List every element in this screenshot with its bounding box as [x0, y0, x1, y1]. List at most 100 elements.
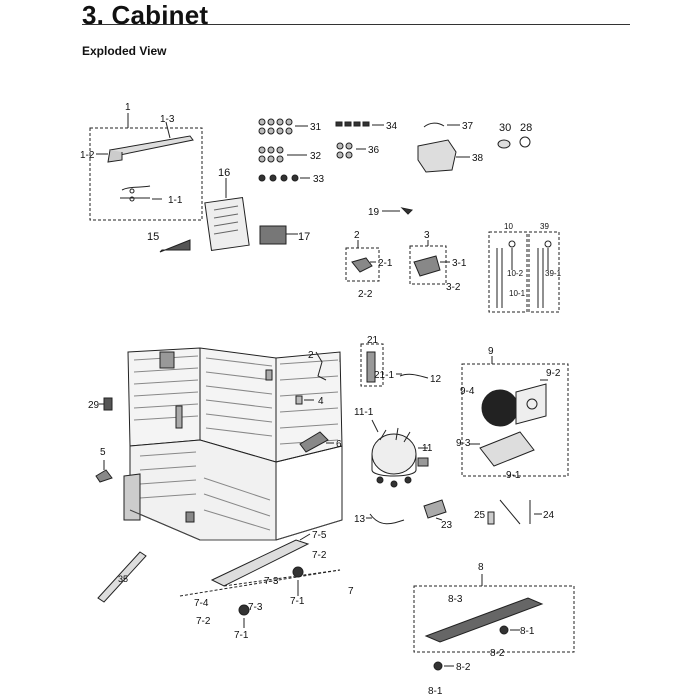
label-24: 24 — [543, 510, 555, 521]
label-1-2: 1-2 — [80, 150, 95, 161]
label-17: 17 — [298, 231, 310, 243]
label-16: 16 — [218, 167, 230, 179]
label-38: 38 — [472, 153, 484, 164]
page-title: 3. Cabinet — [82, 0, 209, 30]
group-9-dashed-box — [461, 363, 569, 477]
label-1-3: 1-3 — [160, 114, 175, 125]
part-7-wheel-upper — [292, 566, 304, 578]
label-9-1: 9-1 — [506, 470, 521, 481]
label-32: 32 — [310, 151, 322, 162]
part-13-wire — [369, 513, 405, 525]
group-8-dashed-box — [413, 585, 575, 653]
label-9-2: 9-2 — [546, 368, 561, 379]
group-10-dashed-box — [488, 231, 528, 313]
label-2-wire: 2 — [308, 350, 314, 361]
cabinet-body — [123, 347, 343, 541]
part-7-rail — [210, 539, 310, 587]
label-23: 23 — [441, 520, 453, 531]
part-35-rail — [97, 551, 147, 603]
label-7-3-lower: 7-3 — [248, 602, 263, 613]
label-2-1: 2-1 — [378, 258, 393, 269]
label-7-2-lower: 7-2 — [196, 616, 211, 627]
label-8-1-lower: 8-1 — [428, 686, 443, 697]
label-7-5: 7-5 — [312, 530, 327, 541]
part-8-3-plate — [424, 597, 544, 643]
part-31-clips — [258, 118, 293, 135]
label-19: 19 — [368, 207, 380, 218]
part-11-compressor — [371, 433, 417, 475]
part-38-bracket — [417, 139, 457, 173]
label-5: 5 — [100, 447, 106, 458]
label-8-2-upper: 8-2 — [490, 648, 505, 659]
label-7-4: 7-4 — [194, 598, 209, 609]
label-35: 35 — [118, 574, 128, 584]
label-6: 6 — [336, 439, 342, 450]
label-4: 4 — [318, 396, 324, 407]
label-2-2: 2-2 — [358, 289, 373, 300]
label-8-3: 8-3 — [448, 594, 463, 605]
label-7-3-upper: 7-3 — [264, 576, 279, 587]
group-21-dashed-box — [360, 343, 384, 387]
part-9-4-fan-motor — [481, 389, 519, 427]
label-30: 30 — [499, 122, 511, 134]
label-7: 7 — [348, 586, 354, 597]
part-29-bracket — [103, 397, 113, 411]
group-39-dashed-box — [528, 231, 560, 313]
label-3-2: 3-2 — [446, 282, 461, 293]
part-30-cap — [497, 139, 511, 149]
group-2-dashed-box — [345, 247, 380, 282]
label-8-1-upper: 8-1 — [520, 626, 535, 637]
label-37: 37 — [462, 121, 474, 132]
label-15: 15 — [147, 231, 159, 243]
label-21-1: 21-1 — [374, 370, 394, 381]
part-34-screws — [335, 121, 370, 127]
part-12-wire — [399, 373, 429, 379]
label-10-1: 10-1 — [509, 289, 526, 298]
title-rule — [82, 24, 630, 25]
part-15-panel — [159, 239, 191, 253]
label-29: 29 — [88, 400, 100, 411]
label-10-2: 10-2 — [507, 269, 524, 278]
part-32-clips — [258, 146, 284, 163]
label-3: 3 — [424, 230, 430, 241]
part-23-relay — [423, 499, 447, 519]
label-34: 34 — [386, 121, 398, 132]
label-28: 28 — [520, 122, 532, 134]
label-2: 2 — [354, 230, 360, 241]
label-8: 8 — [478, 562, 484, 573]
part-9-3-bracket — [479, 431, 535, 467]
part-37-wire — [423, 122, 445, 128]
part-33-screws — [258, 174, 299, 182]
part-28-cap — [519, 136, 531, 148]
group-1-dashed-box — [89, 127, 203, 221]
label-1-1: 1-1 — [168, 195, 183, 206]
label-9: 9 — [488, 346, 494, 357]
part-19-clip — [400, 207, 414, 215]
label-39: 39 — [540, 222, 549, 231]
label-21: 21 — [367, 335, 379, 346]
label-10: 10 — [504, 222, 513, 231]
label-11: 11 — [422, 443, 433, 454]
label-7-1-upper: 7-1 — [290, 596, 305, 607]
part-25-pin — [487, 511, 495, 525]
label-13: 13 — [354, 514, 366, 525]
label-12: 12 — [430, 374, 442, 385]
label-3-1: 3-1 — [452, 258, 467, 269]
label-7-1-lower: 7-1 — [234, 630, 249, 641]
label-7-2-upper: 7-2 — [312, 550, 327, 561]
label-11-1: 11-1 — [354, 407, 374, 418]
label-25: 25 — [474, 510, 486, 521]
label-39-1: 39-1 — [545, 269, 562, 278]
part-7-wheel-lower — [238, 604, 250, 616]
part-4-grommet — [295, 395, 303, 405]
label-9-3: 9-3 — [456, 438, 471, 449]
part-5-roller — [95, 469, 113, 483]
label-33: 33 — [313, 174, 325, 185]
label-9-4: 9-4 — [460, 386, 475, 397]
label-36: 36 — [368, 145, 380, 156]
section-subtitle: Exploded View — [82, 44, 167, 58]
label-31: 31 — [310, 122, 322, 133]
part-17-board — [259, 225, 287, 245]
label-1: 1 — [125, 102, 131, 113]
